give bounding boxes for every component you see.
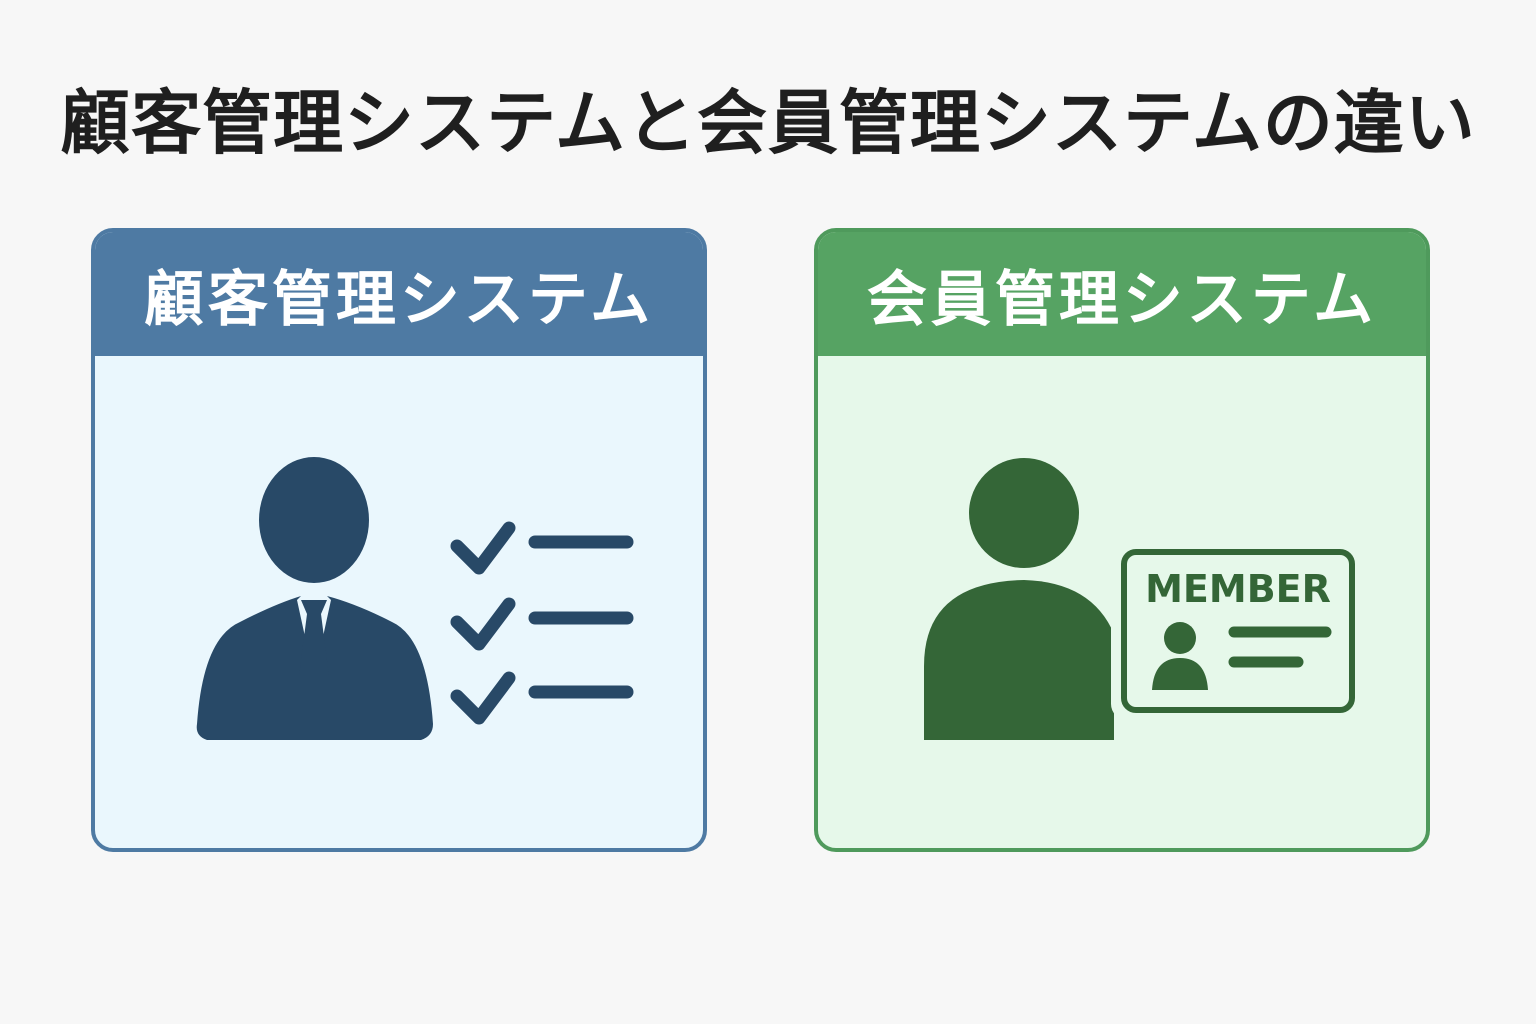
businessman-suit (196, 596, 433, 740)
card-avatar-body (1152, 658, 1208, 690)
customer-illustration (196, 457, 634, 740)
customer-management-header: 顧客管理システム (95, 232, 703, 356)
person-icon (924, 458, 1114, 740)
member-card-label: MEMBER (1145, 567, 1331, 611)
tie-icon (299, 600, 329, 690)
page-title: 顧客管理システムと会員管理システムの違い (60, 82, 1476, 164)
member-card (1121, 549, 1355, 713)
businessman-icon (196, 457, 433, 740)
member-management-panel: 会員管理システム MEMBER (814, 228, 1430, 852)
customer-management-body (95, 356, 703, 848)
member-illustration: MEMBER (924, 458, 1363, 740)
businessman-head (259, 457, 369, 583)
member-management-body: MEMBER (818, 356, 1426, 848)
checklist-icon (450, 521, 634, 725)
checkmark-icon (450, 671, 516, 725)
member-card-icon: MEMBER (1111, 544, 1363, 720)
checkmark-icon (450, 597, 516, 651)
card-avatar-head (1164, 622, 1196, 654)
person-head (969, 458, 1079, 568)
checkmark-icon (450, 521, 516, 575)
member-management-header: 会員管理システム (818, 232, 1426, 356)
customer-management-panel: 顧客管理システム (91, 228, 707, 852)
person-body (924, 580, 1114, 740)
